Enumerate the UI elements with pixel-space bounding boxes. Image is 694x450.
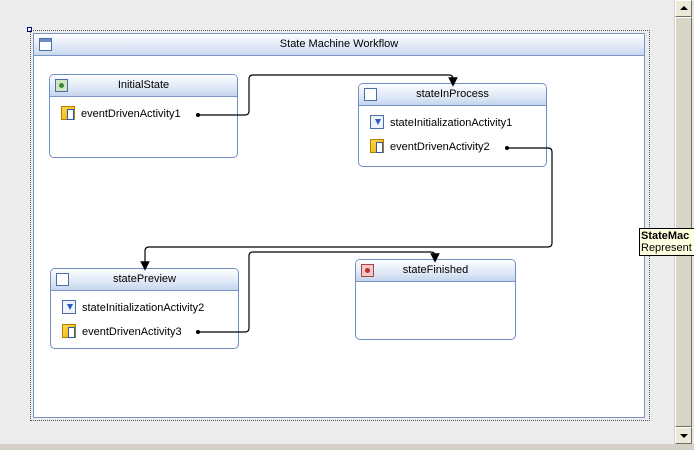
state-title: statePreview [113, 273, 176, 285]
activity-stateinitializationactivity2[interactable]: stateInitializationActivity2 [62, 300, 204, 316]
scroll-down-icon[interactable] [675, 427, 692, 444]
event-driven-icon [61, 106, 75, 121]
workflow-header[interactable]: State Machine Workflow [34, 34, 644, 56]
initial-state-icon [55, 79, 68, 92]
event-driven-icon [62, 324, 76, 339]
activity-label: eventDrivenActivity2 [390, 141, 490, 153]
tooltip-text: Represent [641, 242, 692, 254]
state-title: InitialState [117, 79, 170, 91]
state-statefinished[interactable]: stateFinished [355, 259, 516, 340]
event-driven-icon [370, 139, 384, 154]
selection-border [30, 30, 650, 421]
activity-label: stateInitializationActivity1 [390, 117, 513, 129]
state-stateinprocess[interactable]: stateInProcess stateInitializationActivi… [358, 83, 547, 167]
activity-eventdrivenactivity3[interactable]: eventDrivenActivity3 [62, 324, 182, 340]
state-header[interactable]: InitialState [50, 75, 237, 97]
tooltip: StateMac Represent [639, 228, 694, 256]
state-statepreview[interactable]: statePreview stateInitializationActivity… [50, 268, 239, 349]
scroll-up-icon[interactable] [675, 0, 692, 17]
completed-state-icon [361, 264, 374, 277]
workflow-title: State Machine Workflow [279, 38, 399, 50]
activity-stateinitializationactivity1[interactable]: stateInitializationActivity1 [370, 115, 512, 131]
vertical-scrollbar[interactable] [674, 0, 692, 444]
state-initialstate[interactable]: InitialState eventDrivenActivity1 [49, 74, 238, 158]
tooltip-title: StateMac [641, 230, 690, 242]
designer-canvas[interactable]: State Machine Workflow InitialState even… [0, 0, 674, 450]
activity-eventdrivenactivity2[interactable]: eventDrivenActivity2 [370, 139, 490, 155]
state-machine-icon [39, 38, 52, 51]
state-initialization-icon [370, 115, 384, 130]
state-header[interactable]: stateFinished [356, 260, 515, 282]
state-icon [56, 273, 69, 286]
activity-label: eventDrivenActivity1 [81, 108, 181, 120]
selection-handle[interactable] [27, 27, 32, 32]
activity-label: stateInitializationActivity2 [82, 302, 205, 314]
state-initialization-icon [62, 300, 76, 315]
state-header[interactable]: statePreview [51, 269, 238, 291]
state-title: stateInProcess [416, 88, 489, 100]
activity-label: eventDrivenActivity3 [82, 326, 182, 338]
state-title: stateFinished [402, 264, 469, 276]
state-icon [364, 88, 377, 101]
scroll-thumb[interactable] [675, 17, 692, 427]
bottom-border [0, 444, 694, 450]
activity-eventdrivenactivity1[interactable]: eventDrivenActivity1 [61, 106, 181, 122]
state-header[interactable]: stateInProcess [359, 84, 546, 106]
